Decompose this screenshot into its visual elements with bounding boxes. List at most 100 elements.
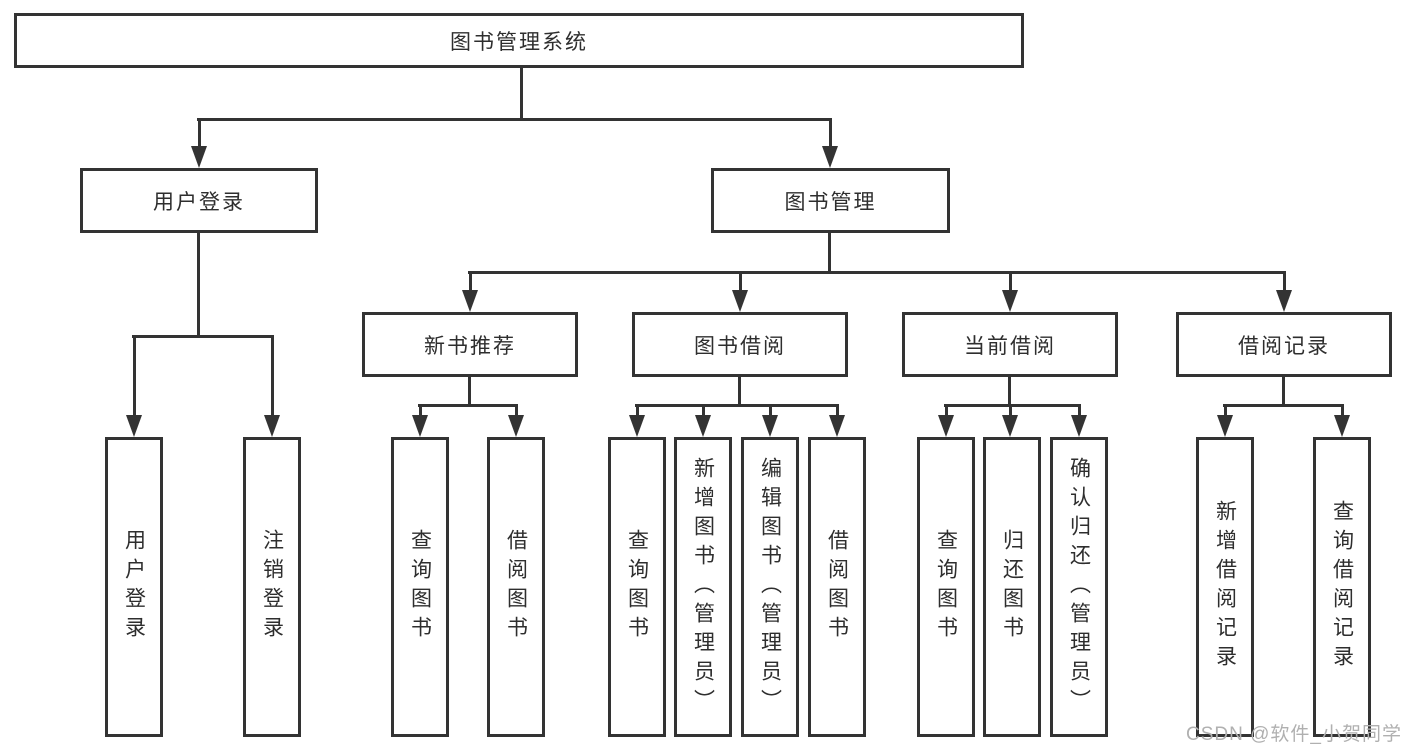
arrow-to-user-login <box>191 119 207 168</box>
arrow-shaft <box>835 405 839 415</box>
arrow-shaft <box>1077 405 1081 415</box>
arrow-shaft <box>738 272 742 290</box>
arrow-shaft <box>418 405 422 415</box>
node-book-management-label: 图书管理 <box>784 190 877 214</box>
leaf-bb-borrow-books-label: 借阅图书 <box>825 529 849 645</box>
connector-root-stem <box>520 66 523 120</box>
arrow-head <box>264 415 280 437</box>
leaf-logout-label: 注销登录 <box>260 529 284 645</box>
leaf-rec-query-books: 查询图书 <box>391 437 449 737</box>
leaf-logout: 注销登录 <box>243 437 301 737</box>
arrow-to-cb-return-books <box>1002 405 1018 437</box>
arrow-to-bb-add-books <box>695 405 711 437</box>
connector-book-borrow-stem <box>738 375 741 406</box>
arrow-to-borrow-records <box>1276 272 1292 312</box>
leaf-cb-return-books-label: 归还图书 <box>1000 529 1024 645</box>
leaf-bb-add-books: 新增图书（管理员） <box>674 437 732 737</box>
arrow-to-leaf-user-login <box>126 336 142 437</box>
arrow-head <box>762 415 778 437</box>
leaf-br-add-record-label: 新增借阅记录 <box>1213 500 1237 674</box>
leaf-bb-add-books-label: 新增图书（管理员） <box>691 456 715 718</box>
node-new-book-recommend: 新书推荐 <box>362 312 578 377</box>
leaf-bb-edit-books: 编辑图书（管理员） <box>741 437 799 737</box>
connector-user-login-stem <box>197 231 200 337</box>
leaf-br-query-record-label: 查询借阅记录 <box>1330 500 1354 674</box>
leaf-cb-return-books: 归还图书 <box>983 437 1041 737</box>
node-book-borrow: 图书借阅 <box>632 312 848 377</box>
arrow-head <box>126 415 142 437</box>
arrow-shaft <box>635 405 639 415</box>
arrow-head <box>412 415 428 437</box>
node-borrow-records-label: 借阅记录 <box>1238 334 1330 358</box>
csdn-watermark: CSDN @软件_小贺同学 <box>1186 724 1402 745</box>
node-new-book-recommend-label: 新书推荐 <box>424 334 516 358</box>
arrow-to-new-book-recommend <box>462 272 478 312</box>
connector-book-borrow-branch <box>635 404 839 407</box>
arrow-head <box>829 415 845 437</box>
connector-current-borrow-stem <box>1008 375 1011 406</box>
arrow-head <box>1071 415 1087 437</box>
arrow-shaft <box>1008 405 1012 415</box>
connector-borrow-records-stem <box>1282 375 1285 406</box>
arrow-to-leaf-logout <box>264 336 280 437</box>
arrow-shaft <box>944 405 948 415</box>
leaf-rec-borrow-books-label: 借阅图书 <box>504 529 528 645</box>
node-current-borrow: 当前借阅 <box>902 312 1118 377</box>
node-current-borrow-label: 当前借阅 <box>964 334 1056 358</box>
arrow-to-bb-query-books <box>629 405 645 437</box>
arrow-shaft <box>468 272 472 290</box>
arrow-head <box>629 415 645 437</box>
node-book-borrow-label: 图书借阅 <box>694 334 786 358</box>
arrow-to-bb-edit-books <box>762 405 778 437</box>
arrow-head <box>1276 290 1292 312</box>
leaf-bb-query-books: 查询图书 <box>608 437 666 737</box>
arrow-head <box>938 415 954 437</box>
leaf-cb-confirm-return-label: 确认归还（管理员） <box>1067 456 1091 718</box>
arrow-head <box>1217 415 1233 437</box>
arrow-to-bb-borrow-books <box>829 405 845 437</box>
leaf-rec-borrow-books: 借阅图书 <box>487 437 545 737</box>
arrow-head <box>1002 290 1018 312</box>
arrow-shaft <box>270 336 274 415</box>
node-root-label: 图书管理系统 <box>450 30 588 54</box>
arrow-to-book-management <box>822 119 838 168</box>
arrow-to-rec-query-books <box>412 405 428 437</box>
connector-new-book-recommend-branch <box>418 404 518 407</box>
connector-borrow-records-branch <box>1223 404 1344 407</box>
arrow-shaft <box>1282 272 1286 290</box>
leaf-br-query-record: 查询借阅记录 <box>1313 437 1371 737</box>
arrow-to-rec-borrow-books <box>508 405 524 437</box>
arrow-head <box>508 415 524 437</box>
arrow-shaft <box>828 119 832 146</box>
arrow-shaft <box>1008 272 1012 290</box>
node-user-login: 用户登录 <box>80 168 318 233</box>
arrow-to-cb-query-books <box>938 405 954 437</box>
arrow-head <box>1334 415 1350 437</box>
leaf-bb-edit-books-label: 编辑图书（管理员） <box>758 456 782 718</box>
leaf-bb-borrow-books: 借阅图书 <box>808 437 866 737</box>
leaf-cb-query-books-label: 查询图书 <box>934 529 958 645</box>
arrow-to-current-borrow <box>1002 272 1018 312</box>
arrow-to-cb-confirm-return <box>1071 405 1087 437</box>
leaf-br-add-record: 新增借阅记录 <box>1196 437 1254 737</box>
leaf-bb-query-books-label: 查询图书 <box>625 529 649 645</box>
arrow-head <box>191 146 207 168</box>
arrow-shaft <box>701 405 705 415</box>
connector-user-login-branch <box>132 335 274 338</box>
connector-book-management-branch <box>468 271 1286 274</box>
leaf-user-login: 用户登录 <box>105 437 163 737</box>
arrow-shaft <box>1223 405 1227 415</box>
leaf-user-login-label: 用户登录 <box>122 529 146 645</box>
leaf-cb-query-books: 查询图书 <box>917 437 975 737</box>
arrow-shaft <box>768 405 772 415</box>
connector-current-borrow-branch <box>944 404 1081 407</box>
arrow-shaft <box>132 336 136 415</box>
arrow-head <box>462 290 478 312</box>
arrow-shaft <box>514 405 518 415</box>
arrow-head <box>1002 415 1018 437</box>
arrow-head <box>695 415 711 437</box>
arrow-to-br-query-record <box>1334 405 1350 437</box>
node-book-management: 图书管理 <box>711 168 950 233</box>
arrow-shaft <box>1340 405 1344 415</box>
leaf-cb-confirm-return: 确认归还（管理员） <box>1050 437 1108 737</box>
